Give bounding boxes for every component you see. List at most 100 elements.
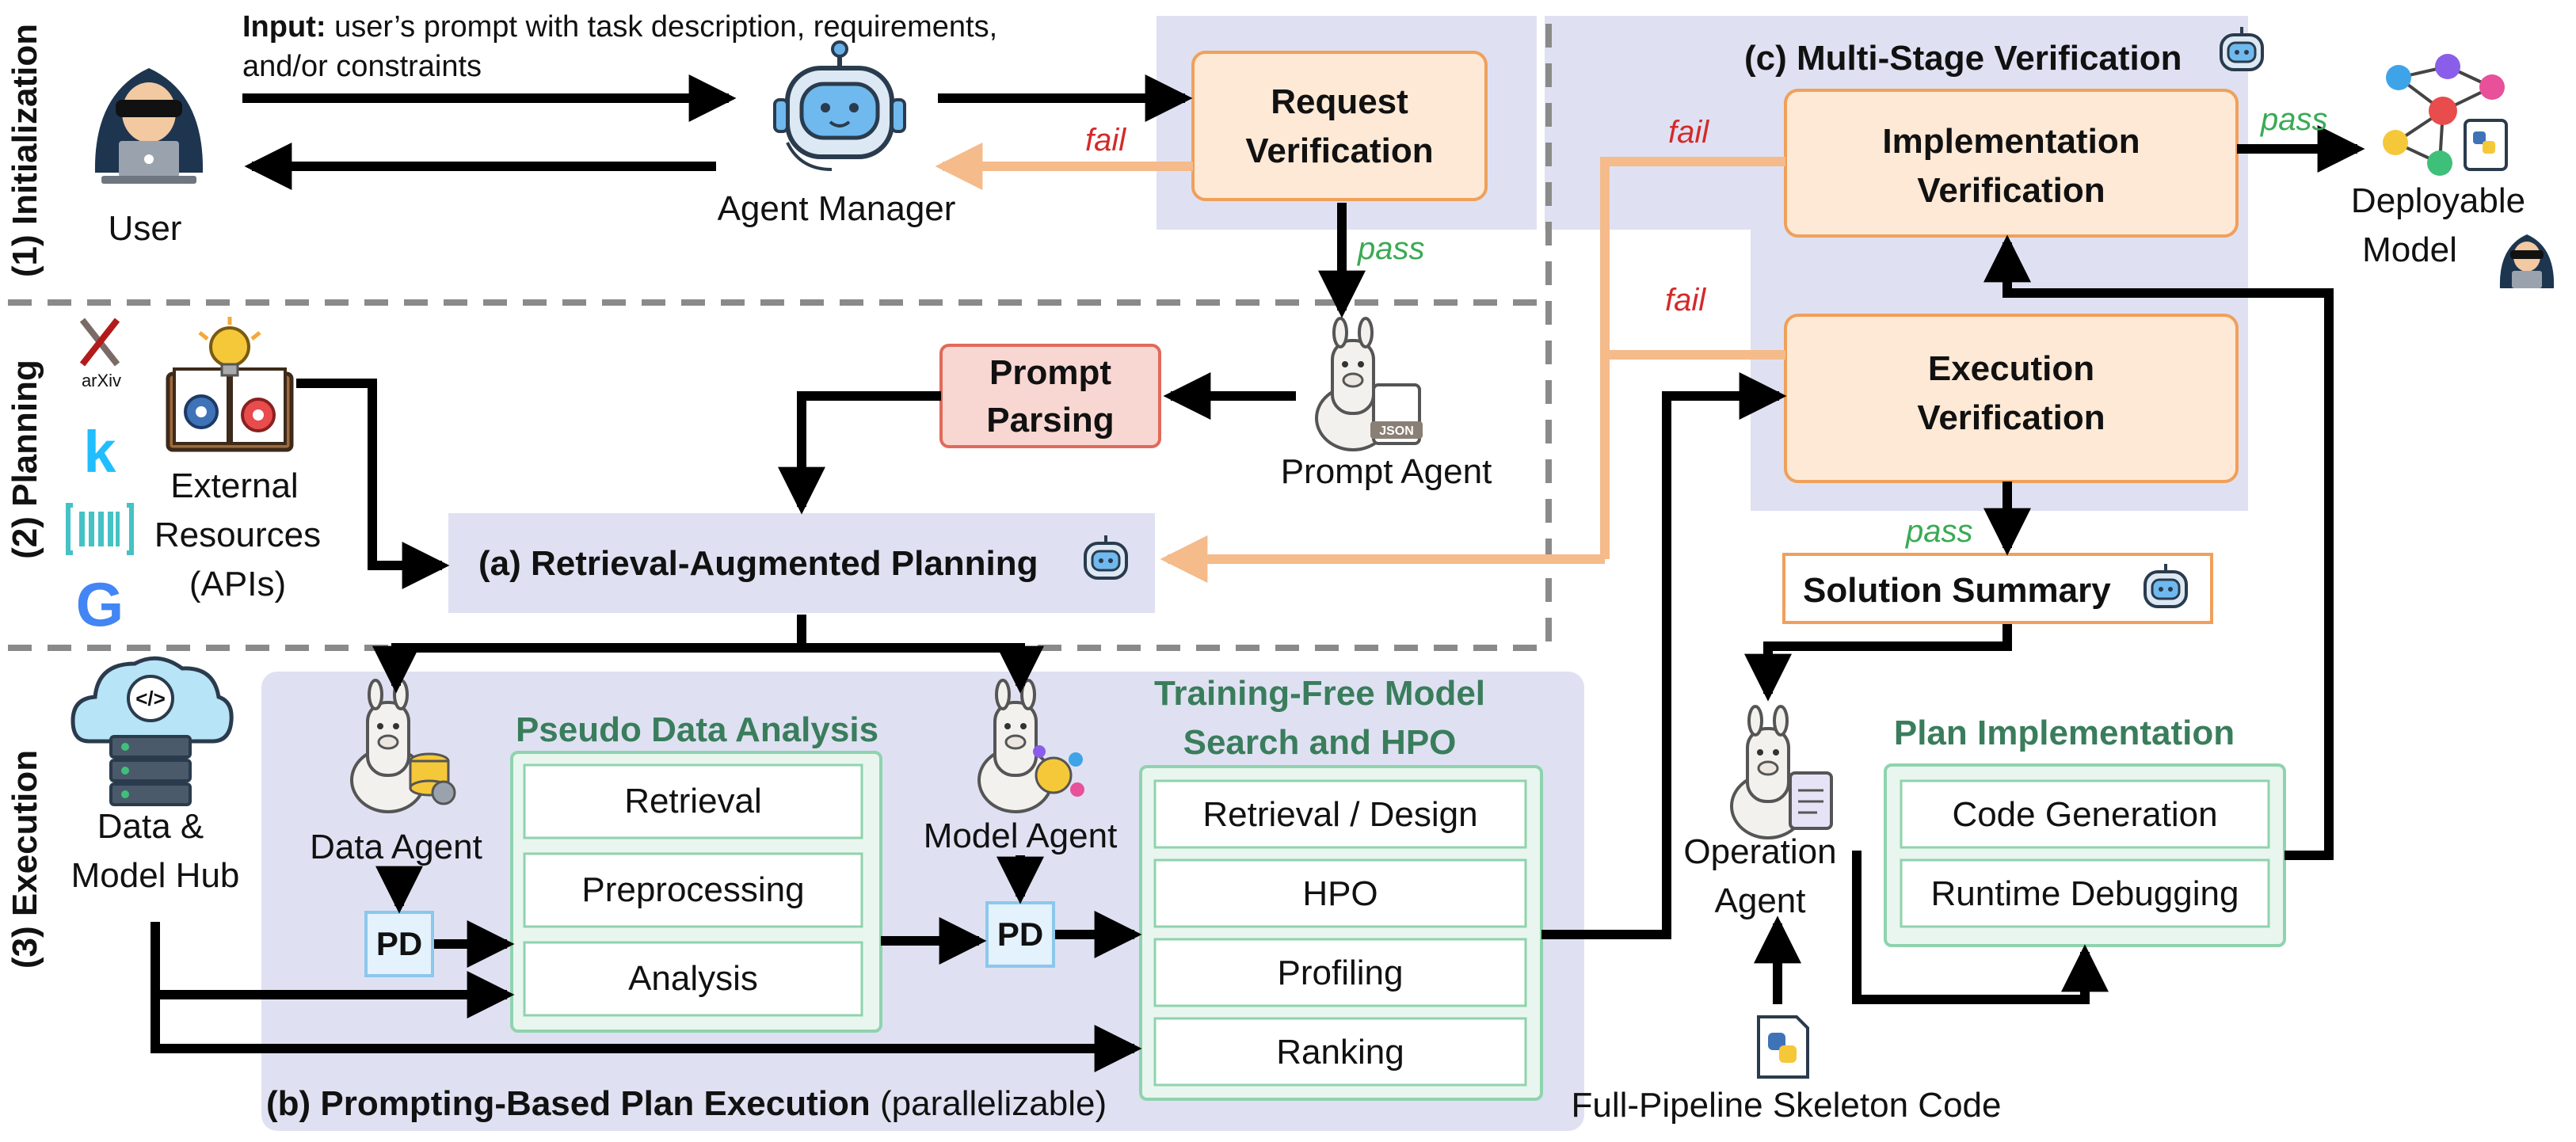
arrow-training-free-to-execution-verification	[1541, 372, 1787, 939]
implementation-verification-line2: Verification	[1917, 171, 2105, 210]
pda-item-preprocessing	[523, 852, 863, 928]
neural-network-icon	[2383, 54, 2508, 176]
pi-item-runtime-debugging	[1900, 858, 2270, 928]
arrow-planning-to-model-agent	[802, 643, 1044, 694]
skeleton-code-label: Full-Pipeline Skeleton Code	[1572, 1086, 2002, 1125]
fail-label-execution: fail	[1665, 283, 1706, 318]
training-free-title-line2: Search and HPO	[1183, 723, 1457, 762]
kaggle-icon: k	[83, 419, 116, 485]
external-resources-line2: Resources	[154, 516, 321, 554]
external-resources-line3: (APIs)	[189, 565, 286, 603]
pd-label-data: PD	[376, 925, 422, 962]
tf-item-ranking	[1153, 1017, 1527, 1087]
phase-initialization-label: (1) Initialization	[6, 24, 44, 277]
arrow-resources-to-planning	[296, 379, 450, 589]
prompt-agent-label: Prompt Agent	[1281, 452, 1492, 491]
execution-verification-line1: Execution	[1928, 349, 2094, 388]
input-description-line2: and/or constraints	[242, 50, 482, 83]
agent-manager-label: Agent Manager	[718, 189, 956, 228]
data-agent-label: Data Agent	[310, 828, 482, 866]
solution-summary-box	[1782, 553, 2213, 624]
arrow-implementation-fail	[1600, 157, 1785, 559]
operation-agent-line1: Operation	[1683, 832, 1836, 871]
data-model-hub-cloud-icon: </>	[70, 656, 234, 806]
arxiv-icon	[79, 318, 120, 367]
phase-planning-label: (2) Planning	[6, 360, 44, 559]
arrow-hub-to-ranking	[151, 995, 1142, 1072]
solution-summary-robot-icon	[2143, 564, 2188, 608]
arxiv-label: arXiv	[82, 371, 121, 390]
json-badge: JSON	[1379, 424, 1414, 438]
model-agent-label: Model Agent	[924, 817, 1118, 855]
deployable-model-line1: Deployable	[2351, 181, 2525, 220]
pda-item-analysis	[523, 941, 863, 1017]
tf-item-profiling	[1153, 938, 1527, 1007]
tf-item-profiling-label: Profiling	[1278, 954, 1404, 992]
agent-manager-robot-icon	[773, 40, 906, 171]
plan-implementation-title: Plan Implementation	[1894, 714, 2235, 752]
operation-agent-line2: Agent	[1715, 881, 1806, 920]
solution-summary-label: Solution Summary	[1803, 571, 2111, 610]
retrieval-augmented-planning-label: (a) Retrieval-Augmented Planning	[478, 544, 1038, 583]
execution-verification-line2: Verification	[1917, 398, 2105, 437]
model-agent-llama-icon	[977, 679, 1084, 813]
tf-item-hpo	[1153, 858, 1527, 928]
prompt-parsing-line1: Prompt	[989, 353, 1111, 392]
deployable-model-line2: Model	[2362, 230, 2457, 269]
phase-execution-label: (3) Execution	[6, 750, 44, 969]
fail-label-request: fail	[1085, 123, 1126, 158]
implementation-verification-line1: Implementation	[1882, 122, 2140, 161]
svg-text:</>: </>	[135, 687, 166, 710]
pi-item-code-generation-label: Code Generation	[1952, 795, 2217, 834]
tf-item-ranking-label: Ranking	[1276, 1033, 1404, 1072]
implementation-verification-box	[1784, 89, 2239, 238]
huggingface-datasets-icon	[66, 503, 134, 555]
hacker-user-icon	[94, 68, 204, 184]
request-verification-box	[1191, 51, 1488, 201]
arrow-operation-to-plan-implementation	[1852, 851, 2109, 1004]
operation-agent-llama-icon	[1730, 705, 1833, 839]
retrieval-augmented-planning-panel	[448, 513, 1155, 613]
external-resources-book-icon	[166, 317, 294, 452]
plan-execution-label: (b) Prompting-Based Plan Execution (para…	[266, 1084, 1107, 1123]
pi-item-code-generation	[1900, 779, 2270, 849]
arrow-plan-implementation-to-implementation-verification	[1983, 234, 2334, 860]
pda-item-retrieval-label: Retrieval	[624, 782, 762, 820]
small-user-icon	[2499, 234, 2555, 288]
google-icon: G	[76, 569, 124, 639]
pda-item-analysis-label: Analysis	[628, 959, 758, 998]
tf-item-hpo-label: HPO	[1302, 874, 1378, 913]
pda-item-preprocessing-label: Preprocessing	[581, 870, 804, 909]
pass-label-execution: pass	[1905, 514, 1973, 549]
multi-stage-verification-title: (c) Multi-Stage Verification	[1744, 39, 2182, 78]
fail-label-implementation: fail	[1668, 115, 1709, 150]
external-resources-line1: External	[170, 466, 298, 505]
training-free-title-line1: Training-Free Model	[1154, 674, 1485, 713]
multi-stage-robot-icon	[2220, 27, 2264, 71]
data-model-hub-line1: Data &	[97, 807, 204, 846]
request-verification-line2: Verification	[1245, 131, 1433, 170]
data-model-hub-line2: Model Hub	[71, 856, 240, 895]
pseudo-data-analysis-title: Pseudo Data Analysis	[516, 710, 878, 749]
pd-label-model: PD	[997, 916, 1043, 953]
input-description-line1: Input: user’s prompt with task descripti…	[242, 10, 997, 44]
user-label: User	[109, 209, 182, 248]
prompt-parsing-line2: Parsing	[986, 401, 1114, 440]
pd-box-model	[985, 901, 1055, 968]
pd-box-data	[364, 911, 434, 977]
python-file-icon	[1757, 1015, 1809, 1079]
arrow-planning-to-data-agent	[372, 643, 802, 694]
pass-label-request: pass	[1357, 231, 1425, 266]
planning-robot-icon	[1084, 535, 1128, 580]
arrow-summary-to-operation-agent	[1744, 624, 2012, 702]
pass-label-implementation: pass	[2260, 102, 2328, 137]
pi-item-runtime-debugging-label: Runtime Debugging	[1931, 874, 2239, 913]
arrow-parsing-to-planning	[778, 391, 941, 515]
request-verification-line1: Request	[1271, 82, 1408, 121]
prompt-agent-llama-icon: JSON	[1315, 317, 1423, 451]
tf-item-retrieval-design-label: Retrieval / Design	[1202, 795, 1477, 834]
fail-arrows	[935, 143, 1785, 583]
flow-arrows	[151, 74, 2365, 1072]
pda-item-retrieval	[523, 763, 863, 839]
